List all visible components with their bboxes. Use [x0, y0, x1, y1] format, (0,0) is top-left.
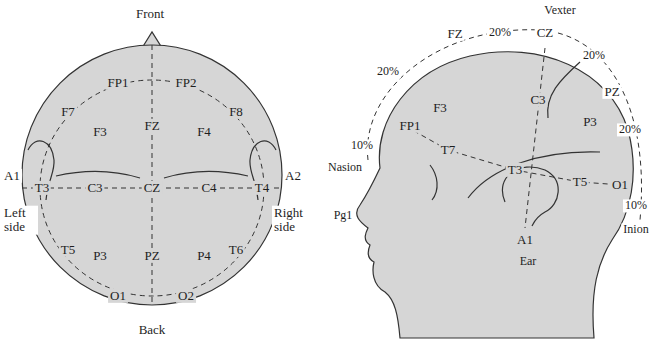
electrode-label: F3: [431, 101, 449, 115]
eye-curve: [430, 165, 437, 200]
electrode-label: C3: [528, 93, 547, 107]
central-sulcus: [548, 62, 580, 118]
electrode-label: F8: [227, 105, 245, 119]
landmark-label: Nasion: [326, 161, 364, 174]
side-label: Left side: [2, 206, 38, 235]
electrode-label: P3: [91, 249, 109, 263]
electrode-label: A1: [515, 233, 535, 247]
electrode-label: F3: [91, 125, 109, 139]
electrode-label: O2: [176, 289, 196, 303]
electrode-label: FP1: [106, 76, 131, 90]
percent-label: 20%: [375, 65, 401, 78]
electrode-label: P4: [195, 249, 213, 263]
direction-label: Back: [137, 323, 168, 337]
electrode-label: T6: [227, 243, 245, 257]
electrode-label: C4: [199, 181, 218, 195]
midline: [152, 45, 153, 305]
left-sulcus: [56, 171, 140, 178]
head-top-outline: [22, 45, 282, 305]
percent-label: 20%: [617, 123, 643, 136]
electrode-label: CZ: [142, 181, 163, 195]
electrode-label: T4: [253, 181, 271, 195]
electrode-label: C3: [85, 181, 104, 195]
side-label: Right side: [272, 206, 312, 235]
electrode-label: FZ: [445, 27, 464, 41]
electrode-label: FZ: [142, 119, 161, 133]
electrode-label: O1: [610, 178, 630, 192]
electrode-label: A2: [283, 169, 303, 183]
percent-label: 10%: [349, 139, 375, 152]
right-sulcus: [164, 171, 248, 178]
landmark-label: Inion: [621, 223, 650, 236]
electrode-label: A1: [2, 169, 22, 183]
electrode-label: T3: [506, 163, 524, 177]
electrode-label: F7: [59, 105, 77, 119]
vertex-ear-line: [525, 48, 545, 228]
landmark-label: Ear: [518, 255, 539, 268]
electrode-label: PZ: [142, 249, 161, 263]
electrode-label: PZ: [602, 85, 621, 99]
electrode-label: CZ: [535, 26, 556, 40]
electrode-label: P3: [581, 115, 599, 129]
electrode-label: T5: [59, 243, 77, 257]
left-ear: [28, 141, 54, 200]
electrode-label: F4: [195, 125, 213, 139]
electrode-label: FP2: [174, 76, 199, 90]
head-profile-outline: [357, 52, 634, 338]
electrode-label: O1: [108, 289, 128, 303]
landmark-label: Pg1: [332, 209, 355, 222]
right-ear: [250, 141, 276, 200]
percent-label: 20%: [581, 49, 607, 62]
lateral-fissure: [468, 152, 600, 198]
electrode-label: T5: [571, 175, 589, 189]
landmark-label: Vexter: [542, 4, 577, 17]
percent-label: 10%: [623, 199, 649, 212]
electrode-label: FP1: [398, 119, 423, 133]
electrode-label: T7: [439, 143, 457, 157]
electrode-label: T3: [33, 181, 51, 195]
direction-label: Front: [134, 7, 166, 21]
percent-label: 20%: [487, 26, 513, 39]
